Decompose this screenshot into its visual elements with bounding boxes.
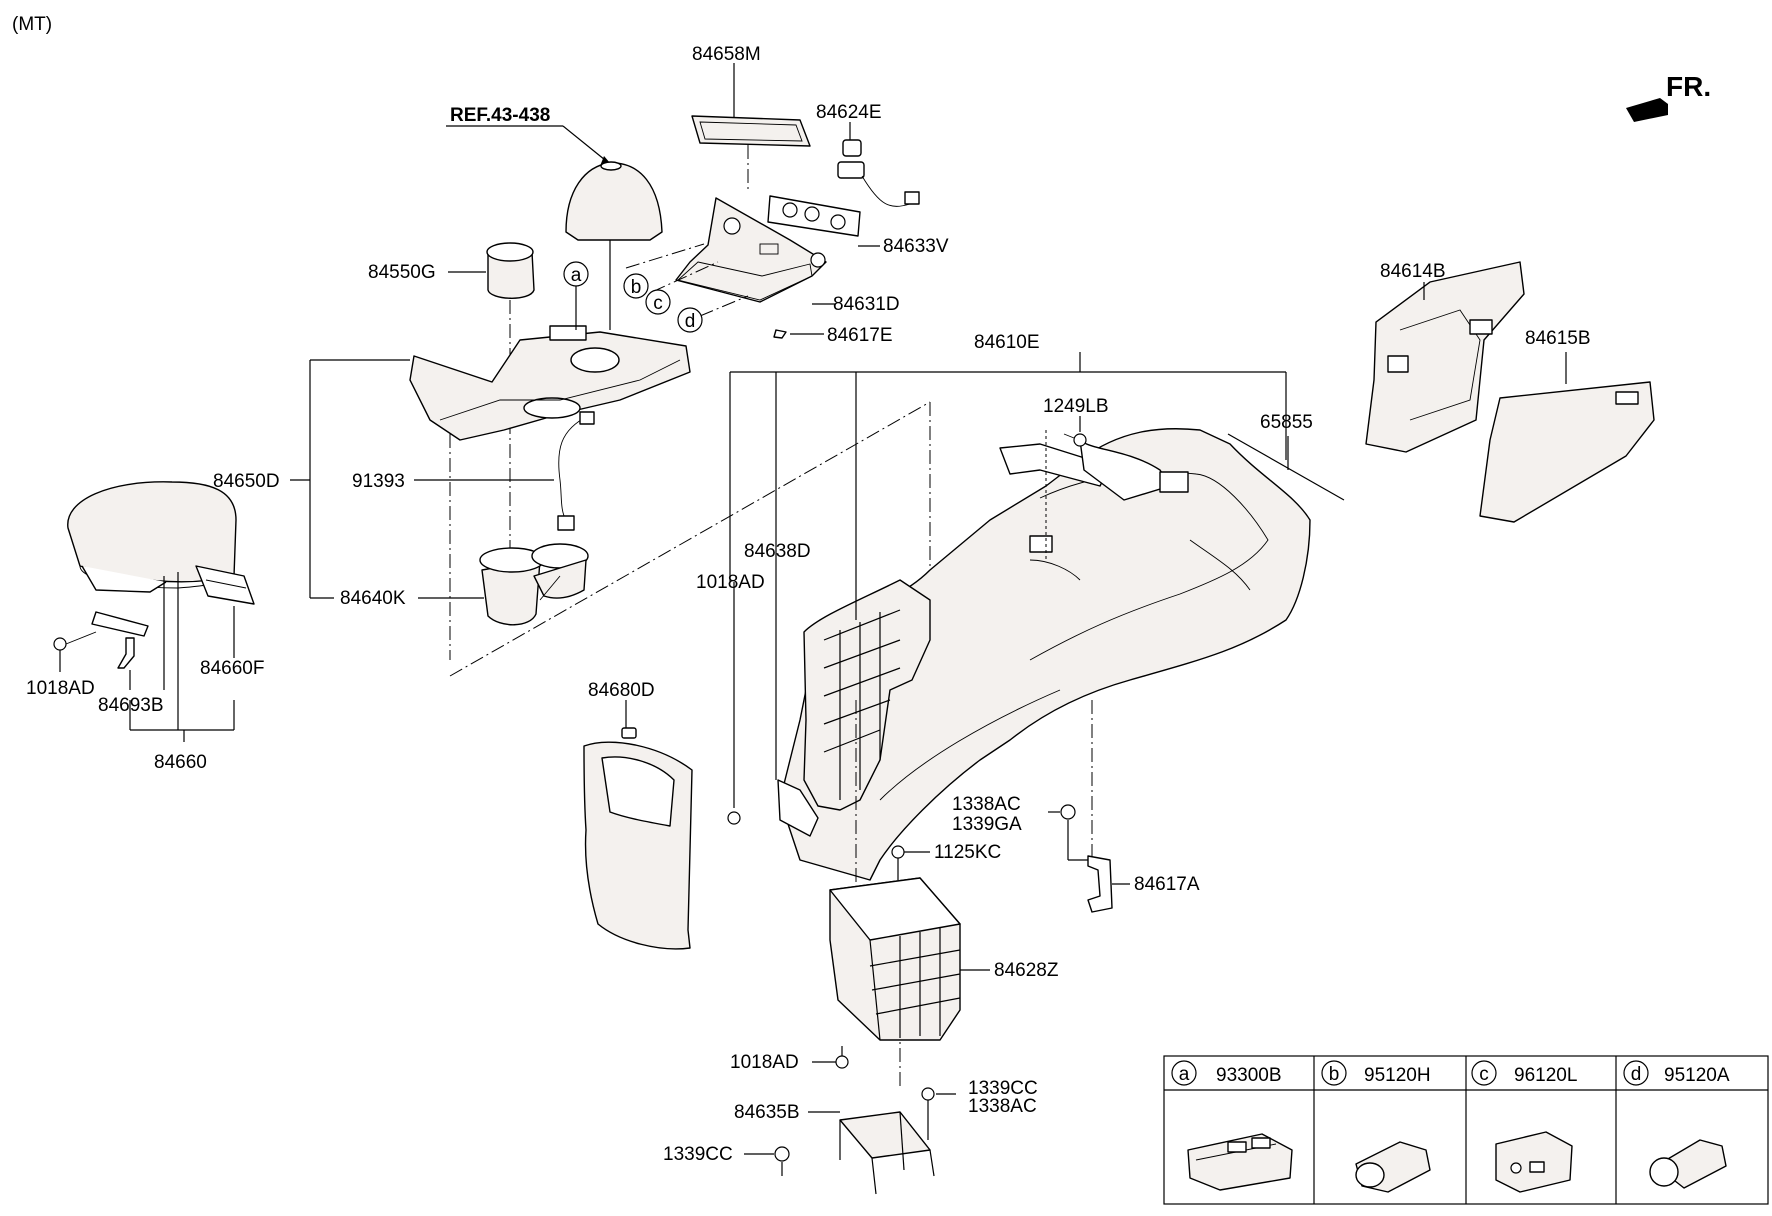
callout-a: a: [563, 261, 589, 287]
svg-text:b: b: [1329, 1064, 1340, 1085]
legend-cell-a: a 93300B: [1171, 1060, 1293, 1191]
label-84650D: 84650D: [213, 471, 280, 492]
label-84693B: 84693B: [98, 695, 164, 716]
upper-panel-part: [675, 197, 827, 303]
label-84633V: 84633V: [883, 236, 949, 257]
rod-part: [1227, 433, 1345, 501]
hinge-part: [91, 611, 149, 669]
front-label: FR.: [1666, 71, 1711, 102]
label-84638D: 84638D: [744, 541, 811, 562]
label-84617E: 84617E: [827, 325, 893, 346]
svg-text:d: d: [1631, 1064, 1642, 1085]
callout-b: b: [623, 273, 649, 299]
main-console-part: [779, 428, 1311, 881]
label-84617A: 84617A: [1134, 874, 1200, 895]
label-1018AD-lower: 1018AD: [730, 1052, 799, 1073]
legend-cell-d: d 95120A: [1623, 1060, 1730, 1189]
cover-frame-part: [409, 325, 691, 441]
switch-part: [837, 139, 920, 207]
latch-part: [195, 565, 255, 605]
label-1018AD-left: 1018AD: [26, 678, 95, 699]
label-84624E: 84624E: [816, 102, 882, 123]
lower-bracket-part: [839, 1111, 935, 1195]
callout-d: d: [677, 307, 703, 333]
screw-part: [53, 631, 97, 651]
label-65855: 65855: [1260, 412, 1313, 433]
variant-label: (MT): [12, 14, 52, 35]
label-1125KC: 1125KC: [934, 842, 1001, 863]
switch-module-icon: [1187, 1133, 1293, 1191]
wiring-part: [557, 411, 595, 531]
lighter-socket-icon: [1649, 1139, 1727, 1189]
label-84615B: 84615B: [1525, 328, 1591, 349]
legend-cell-c: c 96120L: [1471, 1060, 1577, 1193]
label-84660F: 84660F: [200, 658, 264, 679]
label-1249LB: 1249LB: [1043, 396, 1109, 417]
front-arrow-icon: [1626, 98, 1668, 122]
bracket-part: [767, 195, 861, 237]
label-84610E: 84610E: [974, 332, 1040, 353]
label-1338AC-lower: 1338AC: [968, 1096, 1037, 1117]
label-84628Z: 84628Z: [994, 960, 1059, 981]
ash-cup-part: [486, 242, 535, 299]
label-84635B: 84635B: [734, 1102, 800, 1123]
shift-boot-part: [565, 161, 663, 241]
svg-text:c: c: [653, 293, 663, 314]
label-1018AD-mid: 1018AD: [696, 572, 765, 593]
svg-text:96120L: 96120L: [1514, 1065, 1577, 1086]
svg-text:95120A: 95120A: [1664, 1065, 1730, 1086]
legend-table: a 93300B b 95120H c 96120L: [1163, 1055, 1769, 1205]
svg-text:93300B: 93300B: [1216, 1065, 1282, 1086]
power-outlet-icon: [1355, 1141, 1431, 1193]
label-1338AC-top: 1338AC: [952, 794, 1021, 815]
label-84631D: 84631D: [833, 294, 900, 315]
label-84640K: 84640K: [340, 588, 406, 609]
svg-text:d: d: [685, 311, 696, 332]
label-91393: 91393: [352, 471, 405, 492]
label-84614B: 84614B: [1380, 261, 1446, 282]
side-cover-2-part: [1479, 381, 1655, 523]
label-84658M: 84658M: [692, 44, 761, 65]
svg-text:a: a: [571, 265, 582, 286]
cup-holder-part: [479, 543, 589, 626]
label-84550G: 84550G: [368, 262, 436, 283]
label-1339CC-right: 1339CC: [968, 1078, 1038, 1099]
callout-c: c: [645, 289, 671, 315]
side-panel-part: [803, 579, 931, 811]
svg-text:b: b: [631, 277, 642, 298]
legend-cell-b: b 95120H: [1321, 1060, 1431, 1193]
armrest-part: [67, 481, 237, 593]
svg-text:c: c: [1479, 1064, 1489, 1085]
aux-jack-icon: [1495, 1131, 1573, 1193]
storage-box-part: [829, 877, 961, 1041]
label-1339CC-left: 1339CC: [663, 1144, 733, 1165]
ref-label: REF.43-438: [450, 105, 550, 126]
rear-panel-part: [583, 727, 693, 950]
svg-text:a: a: [1179, 1064, 1190, 1085]
label-84680D: 84680D: [588, 680, 655, 701]
label-1339GA: 1339GA: [952, 814, 1022, 835]
screw-1249lb-part: [1063, 433, 1087, 447]
bracket-84617a-part: [1087, 855, 1113, 913]
pad-part: [691, 115, 811, 147]
side-cover-part: [1365, 261, 1525, 453]
label-84660: 84660: [154, 752, 207, 773]
svg-text:95120H: 95120H: [1364, 1065, 1431, 1086]
